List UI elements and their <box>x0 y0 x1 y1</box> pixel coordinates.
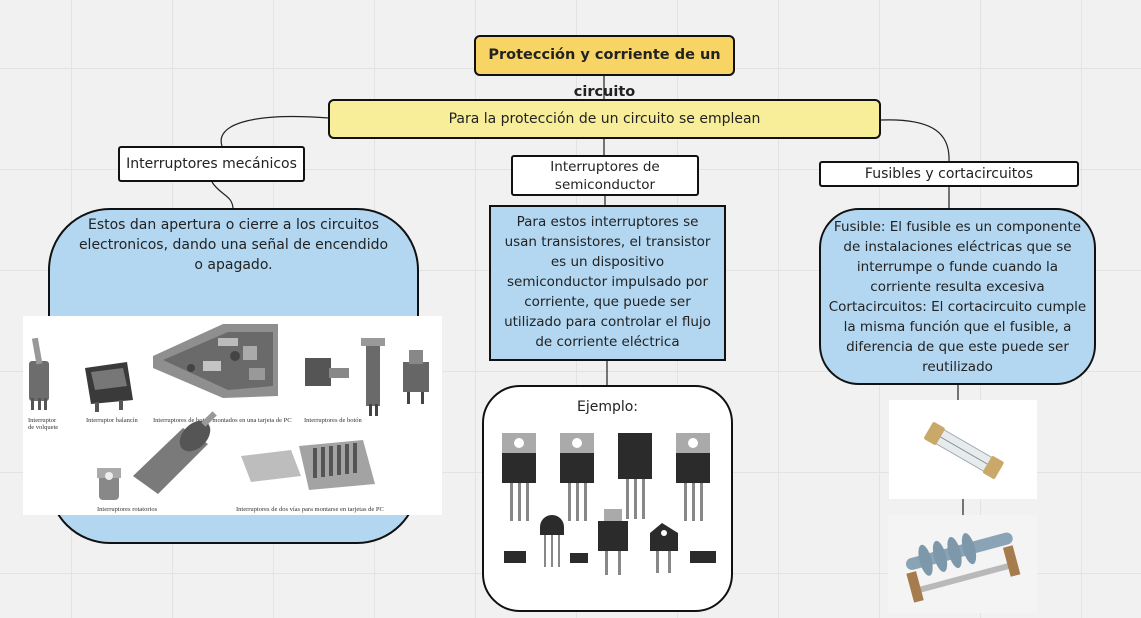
mechanical-switches-image[interactable]: Interruptor de volquete Interruptor bala… <box>23 316 442 515</box>
toggle-switch-illustration <box>29 337 49 410</box>
fuse-description-text: Fusible: El fusible es un componente de … <box>833 219 1082 295</box>
diagram-subtitle[interactable]: Para la protección de un circuito se emp… <box>328 99 881 139</box>
rocker-switch-illustration <box>85 362 133 412</box>
fuses-description[interactable]: Fusible: El fusible es un componente de … <box>819 208 1096 385</box>
semiconductor-label-line1: Interruptores de <box>550 159 660 175</box>
caption-toggle: Interruptor <box>28 417 57 424</box>
caption-dip: Interruptores de dos vías para montarse … <box>236 506 384 513</box>
diagram-title[interactable]: Protección y corriente de un circuito <box>474 35 735 100</box>
breaker-image[interactable] <box>888 515 1037 613</box>
fuse-illustration <box>924 422 1004 479</box>
dip-switches-illustration <box>241 440 375 490</box>
fuses-breakers-label[interactable]: Fusibles y cortacircuitos <box>819 161 1079 187</box>
connector-sub-mech <box>220 115 330 147</box>
caption-rocker: Interruptor balancín <box>86 417 139 424</box>
fuse-image[interactable] <box>889 400 1037 499</box>
semiconductor-description[interactable]: Para estos interruptores se usan transis… <box>489 205 726 361</box>
cutout-breaker-illustration <box>888 515 1037 613</box>
semiconductor-switches-label[interactable]: Interruptores de semiconductor <box>511 155 699 196</box>
mechanical-description-text: Estos dan apertura o cierre a los circui… <box>78 217 389 273</box>
semiconductor-example[interactable]: Ejemplo: <box>482 385 733 612</box>
rotary-switches-illustration <box>97 411 217 500</box>
semiconductor-description-text: Para estos interruptores se usan transis… <box>504 214 711 350</box>
example-label: Ejemplo: <box>576 399 639 415</box>
connector-sub-fus <box>880 119 950 162</box>
caption-toggle-2: de volquete <box>28 424 58 431</box>
semiconductor-label-line2: semiconductor <box>554 177 656 193</box>
connector-mech-desc <box>211 181 234 209</box>
mechanical-switches-label[interactable]: Interruptores mecánicos <box>118 146 305 182</box>
push-buttons-illustration <box>305 338 429 416</box>
caption-pcb: Interruptores de botón montados en una t… <box>153 417 292 424</box>
transistors-illustration <box>502 433 716 575</box>
caption-rotary: Interruptores rotatorios <box>97 506 158 513</box>
breaker-description-text: Cortacircuitos: El cortacircuito cumple … <box>828 299 1087 375</box>
pcb-buttons-illustration <box>153 324 278 398</box>
caption-push: Interruptores de botón <box>304 417 363 424</box>
